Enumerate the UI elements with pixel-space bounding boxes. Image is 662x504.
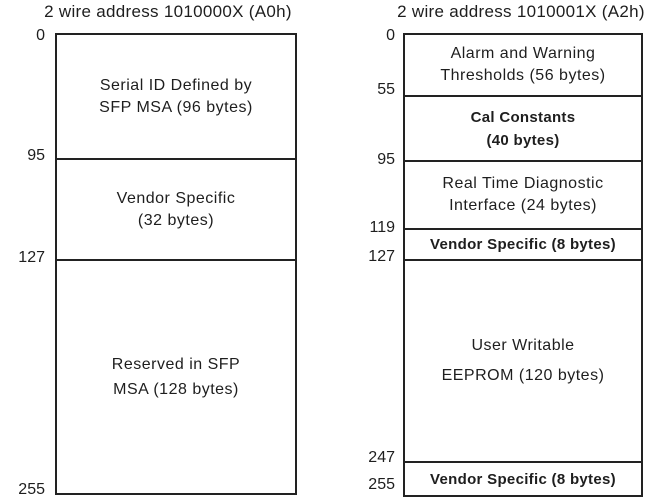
a2h-address-label-55: 55 bbox=[377, 81, 395, 98]
section-text-line: Thresholds (56 bytes) bbox=[440, 67, 606, 84]
a2h-section-cal-constants: Cal Constants (40 bytes) bbox=[405, 97, 641, 162]
section-text-line: Reserved in SFP bbox=[111, 356, 241, 373]
section-text-line: Interface (24 bytes) bbox=[449, 197, 597, 214]
a0h-section-serial-id: Serial ID Defined by SFP MSA (96 bytes) bbox=[57, 35, 295, 160]
section-text-line: Vendor Specific (8 bytes) bbox=[430, 470, 616, 488]
section-text-line: SFP MSA (96 bytes) bbox=[99, 98, 253, 116]
section-text-line: Serial ID Defined by bbox=[99, 76, 253, 94]
section-text-line: MSA (128 bytes) bbox=[113, 381, 239, 398]
a0h-section-reserved: Reserved in SFP MSA (128 bytes) bbox=[57, 261, 295, 493]
a2h-diagram-title: 2 wire address 1010001X (A2h) bbox=[397, 2, 645, 21]
a2h-section-user-writable-eeprom: User Writable EEPROM (120 bytes) bbox=[405, 261, 641, 463]
section-text-line: User Writable bbox=[471, 337, 575, 354]
section-text-line: Vendor Specific (8 bytes) bbox=[430, 236, 616, 253]
a2h-section-vendor-specific-lower: Vendor Specific (8 bytes) bbox=[405, 463, 641, 495]
section-text-line: (40 bytes) bbox=[486, 131, 560, 149]
section-text-line: Alarm and Warning bbox=[450, 45, 596, 62]
section-text-line: Cal Constants bbox=[470, 108, 576, 126]
a2h-section-alarm-warning-thresholds: Alarm and Warning Thresholds (56 bytes) bbox=[405, 35, 641, 97]
a2h-address-label-255: 255 bbox=[368, 476, 395, 493]
section-text-line: (32 bytes) bbox=[137, 211, 215, 229]
a2h-address-label-95: 95 bbox=[377, 151, 395, 168]
section-text-line: EEPROM (120 bytes) bbox=[441, 367, 605, 384]
a0h-section-vendor-specific: Vendor Specific (32 bytes) bbox=[57, 160, 295, 261]
a2h-address-label-247: 247 bbox=[368, 449, 395, 466]
a2h-section-vendor-specific-upper: Vendor Specific (8 bytes) bbox=[405, 230, 641, 261]
section-text-line: Real Time Diagnostic bbox=[442, 175, 604, 192]
a2h-section-real-time-diagnostic: Real Time Diagnostic Interface (24 bytes… bbox=[405, 162, 641, 230]
a0h-memory-box: Serial ID Defined by SFP MSA (96 bytes) … bbox=[55, 33, 297, 495]
a0h-address-label-255: 255 bbox=[18, 481, 45, 498]
a2h-memory-box: Alarm and Warning Thresholds (56 bytes) … bbox=[403, 33, 643, 497]
a2h-address-label-119: 119 bbox=[369, 219, 395, 236]
a2h-address-label-127: 127 bbox=[368, 248, 395, 265]
a2h-address-label-0: 0 bbox=[386, 27, 395, 44]
section-text-line: Vendor Specific bbox=[116, 189, 236, 207]
a0h-address-label-0: 0 bbox=[36, 27, 45, 44]
a0h-address-label-127: 127 bbox=[18, 249, 45, 266]
a0h-address-label-95: 95 bbox=[27, 147, 45, 164]
a0h-diagram-title: 2 wire address 1010000X (A0h) bbox=[44, 2, 292, 21]
